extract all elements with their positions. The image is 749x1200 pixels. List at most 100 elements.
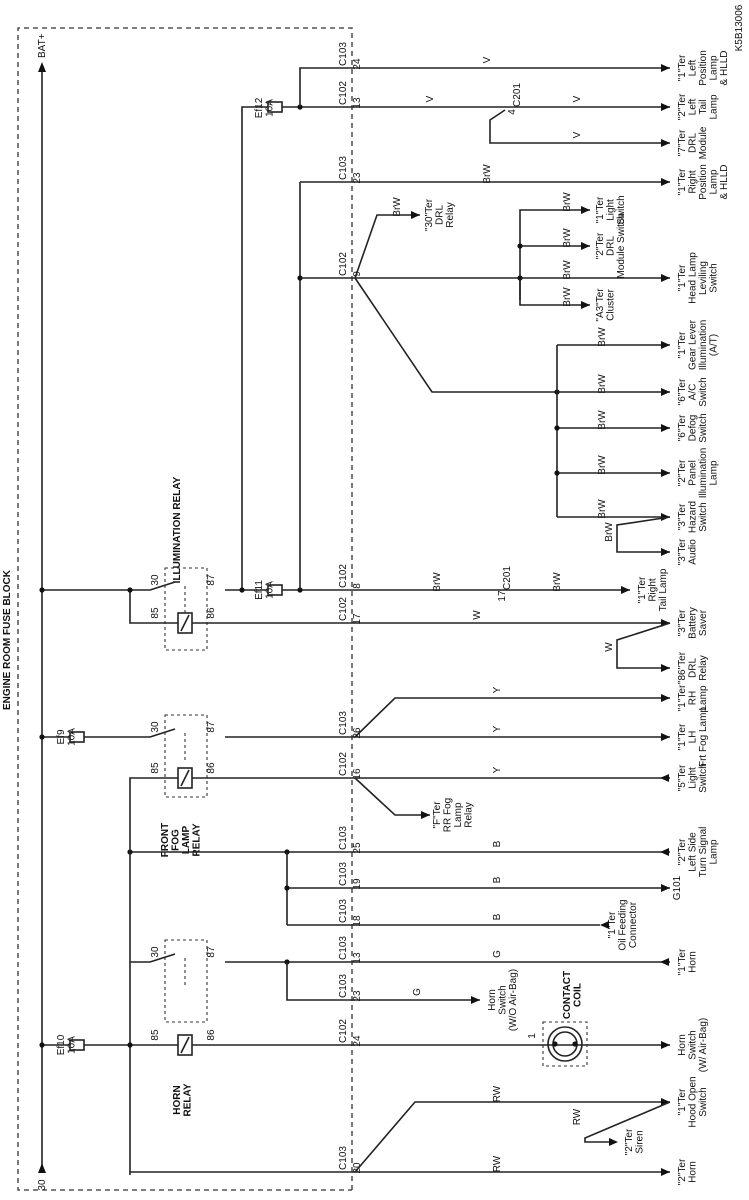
connector-label: C102 xyxy=(338,1019,349,1043)
wire-color-label: V xyxy=(572,95,583,102)
wire-color-label: BrW xyxy=(597,499,608,519)
destination-label: "1"Ter xyxy=(677,168,688,195)
wire-color-label: W xyxy=(604,642,615,652)
arrow-icon xyxy=(661,341,670,349)
wire-drl-relay xyxy=(354,214,420,279)
splice-dot xyxy=(39,734,45,740)
destination-label: Head Lamp xyxy=(688,252,699,304)
wire-color-label: W xyxy=(604,642,615,652)
connector-label: C102 xyxy=(338,81,349,105)
destination-label: G101 xyxy=(672,875,683,900)
destination-label: Lamp xyxy=(709,839,720,864)
destination-label: Audio xyxy=(688,539,699,565)
destination-label: "6"Ter xyxy=(677,414,688,441)
contact-coil-outer xyxy=(547,1026,583,1062)
connector-label: C103 xyxy=(338,1146,349,1170)
destination-label: Position xyxy=(698,50,709,86)
destination-label: DRL xyxy=(688,658,699,678)
splice-dot xyxy=(554,470,560,476)
wire-color-label: BrW xyxy=(562,228,573,248)
destination-label: (W/O Air-Bag) xyxy=(508,969,519,1031)
pin-label: 9 xyxy=(352,271,363,277)
relay-pin-30: 30 xyxy=(150,946,161,958)
horn-relay-box xyxy=(164,939,208,1023)
splice-pin: 17 xyxy=(497,590,508,602)
arrow-icon xyxy=(621,586,630,594)
pin-label: 13 xyxy=(352,952,363,964)
fuse-ef10-label: 10A xyxy=(67,1036,78,1054)
pin-label: 24 xyxy=(352,58,363,70)
arrow-icon xyxy=(661,388,670,396)
arrow-icon xyxy=(661,274,670,282)
wire-color-label: V xyxy=(482,56,493,63)
destination-label: "1"Ter xyxy=(607,911,618,938)
relay-switch-contact xyxy=(149,581,176,591)
wire-color-label: B xyxy=(492,913,503,920)
splice-dot xyxy=(572,1041,578,1047)
destination-label: "2"Ter xyxy=(677,838,688,865)
wire-color-label: BrW xyxy=(432,572,443,592)
connector-label: C102 xyxy=(338,252,349,276)
relay-pin-87: 87 xyxy=(206,574,217,586)
destination-label: "3"Ter xyxy=(677,538,688,565)
destination-label: Switch xyxy=(616,195,627,224)
contact-coil-label: CONTACT xyxy=(562,971,573,1019)
destination-label: Oil Feeding xyxy=(618,899,629,950)
connector-label: C103 xyxy=(338,156,349,180)
wire-ac-switch xyxy=(354,277,670,393)
destination-label: Light xyxy=(688,767,699,789)
destination-label: "1"Ter xyxy=(677,948,688,975)
destination-label: Lamp xyxy=(453,802,464,827)
wire-color-label: BrW xyxy=(604,522,615,542)
pin-label: 16 xyxy=(352,768,363,780)
relay-switch-contact xyxy=(149,953,176,963)
pin-label: 23 xyxy=(352,990,363,1002)
connector-label: C103 xyxy=(338,974,349,998)
wire-rh-fog xyxy=(354,697,670,738)
wire-c103-23-horn xyxy=(286,962,480,1001)
destination-label: "1"Ter xyxy=(595,196,606,223)
wire-ef12-feed xyxy=(241,106,268,590)
connector-label: C102 xyxy=(338,252,349,276)
pin-label: 18 xyxy=(352,915,363,927)
arrow-icon xyxy=(661,139,670,147)
destination-label: (W/ Air-Bag) xyxy=(698,1018,709,1072)
destination-label: A/C xyxy=(688,384,699,401)
destination-label: "1"Ter xyxy=(677,264,688,291)
relay-switch-contact xyxy=(149,728,176,738)
destination-label: Module xyxy=(698,126,709,159)
contact-coil-pin: 1 xyxy=(527,1033,538,1039)
splice-c201: C201 xyxy=(502,566,513,590)
pin-label: 18 xyxy=(352,915,363,927)
splice-dot xyxy=(284,885,290,891)
arrow-icon xyxy=(661,694,670,702)
destination-label: Saver xyxy=(698,609,709,636)
pin-label: 26 xyxy=(352,727,363,739)
wire-color-label: Y xyxy=(492,725,503,732)
wire-color-label: RW xyxy=(492,1155,503,1172)
front-fog-relay-label: RELAY xyxy=(192,823,203,856)
destination-label: Switch xyxy=(698,413,709,442)
wire-color-label: W xyxy=(472,610,483,620)
connector-label: C102 xyxy=(338,564,349,588)
pin-label: 9 xyxy=(352,271,363,277)
destination-label: Relay xyxy=(445,202,456,228)
bat-arrow-icon xyxy=(38,62,46,72)
pin-label: 17 xyxy=(352,613,363,625)
connector-label: C103 xyxy=(338,42,349,66)
diagram-id: K5B13006 xyxy=(734,4,745,51)
fuse-ef12-label: 10A xyxy=(265,99,276,117)
pin-label: 17 xyxy=(352,613,363,625)
connector-label: C102 xyxy=(338,597,349,621)
relay-pin-30: 30 xyxy=(150,721,161,733)
destination-label: & HLLD xyxy=(719,50,730,85)
relay-coil-diag xyxy=(180,1036,190,1054)
wire-siren xyxy=(584,1101,671,1143)
wire-color-label: B xyxy=(492,840,503,847)
wire-color-label: BrW xyxy=(597,455,608,475)
